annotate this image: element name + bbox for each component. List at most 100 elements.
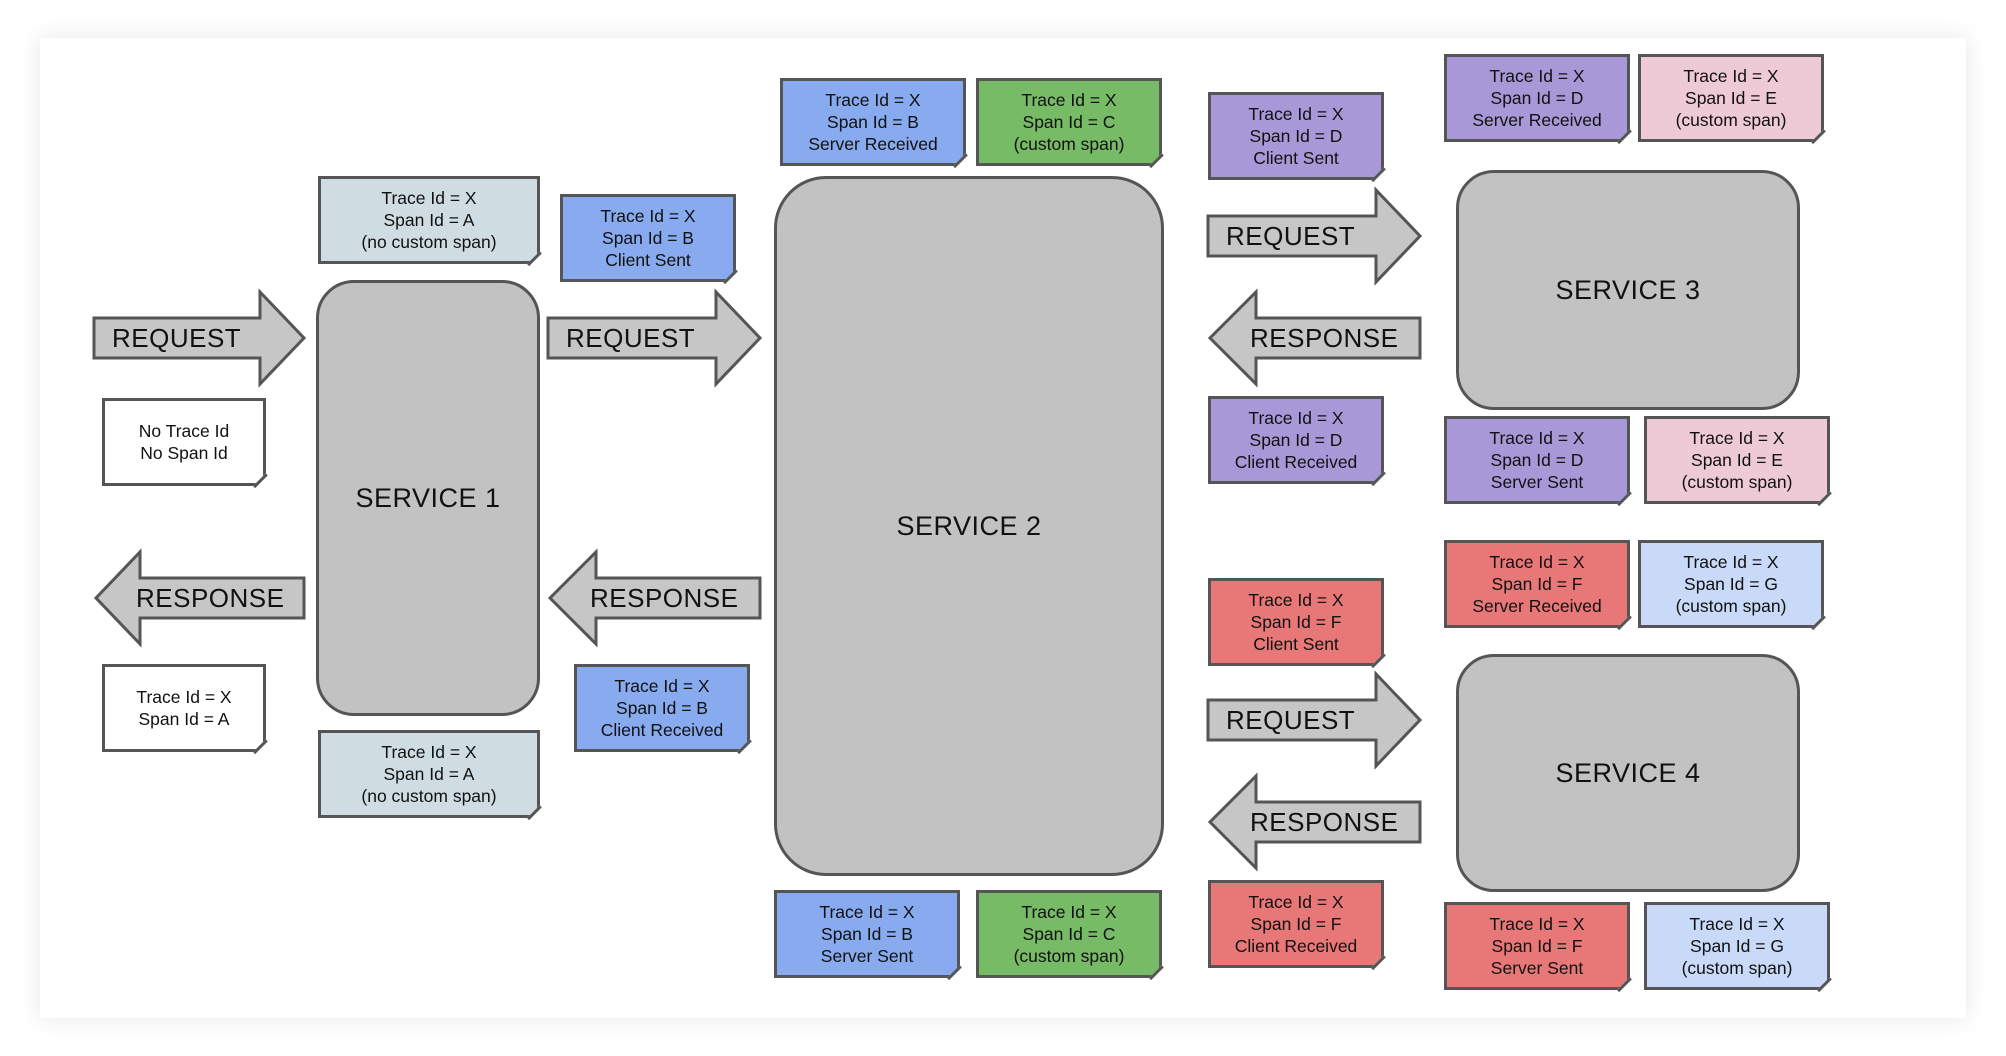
note-fold-corner — [1811, 615, 1824, 628]
note-line: Trace Id = X — [1489, 428, 1585, 448]
note-span-d-client-received: Trace Id = X Span Id = D Client Received — [1208, 396, 1384, 484]
note-line: Span Id = E — [1691, 450, 1783, 470]
note-fold-corner — [1371, 167, 1384, 180]
service-4-label: SERVICE 4 — [1555, 757, 1701, 788]
note-line: (custom span) — [1013, 946, 1125, 966]
note-line: Span Id = D — [1249, 430, 1343, 450]
note-line: Span Id = B — [827, 112, 919, 132]
note-line: (custom span) — [1681, 472, 1793, 492]
note-line: Span Id = A — [383, 764, 475, 784]
note-span-d-server-received: Trace Id = X Span Id = D Server Received — [1444, 54, 1630, 142]
note-line: Span Id = B — [616, 698, 708, 718]
note-span-c-bottom: Trace Id = X Span Id = C (custom span) — [976, 890, 1162, 978]
note-no-trace: No Trace Id No Span Id — [102, 398, 266, 486]
note-fold-corner — [527, 251, 540, 264]
note-line: Span Id = G — [1690, 936, 1784, 956]
response-arrow-from-service-1: RESPONSE — [93, 548, 306, 648]
note-fold-corner — [1371, 653, 1384, 666]
note-line: Span Id = F — [1250, 612, 1342, 632]
note-span-b-server-received: Trace Id = X Span Id = B Server Received — [780, 78, 966, 166]
note-line: Trace Id = X — [819, 902, 915, 922]
note-fold-corner — [953, 153, 966, 166]
note-line: Trace Id = X — [825, 90, 921, 110]
note-line: Trace Id = X — [1021, 90, 1117, 110]
note-line: Trace Id = X — [1689, 914, 1785, 934]
note-line: Span Id = F — [1491, 574, 1583, 594]
note-line: Trace Id = X — [1021, 902, 1117, 922]
note-span-g-bottom: Trace Id = X Span Id = G (custom span) — [1644, 902, 1830, 990]
note-fold-corner — [723, 269, 736, 282]
note-line: Trace Id = X — [1489, 66, 1585, 86]
note-line: Span Id = A — [138, 709, 230, 729]
note-span-b-client-received: Trace Id = X Span Id = B Client Received — [574, 664, 750, 752]
note-line: Trace Id = X — [1248, 892, 1344, 912]
request-arrow-service-1-to-2: REQUEST — [546, 288, 763, 388]
note-fold-corner — [1617, 977, 1630, 990]
response-label: RESPONSE — [1250, 322, 1399, 353]
note-fold-corner — [737, 739, 750, 752]
note-fold-corner — [253, 739, 266, 752]
note-span-b-server-sent: Trace Id = X Span Id = B Server Sent — [774, 890, 960, 978]
note-line: Trace Id = X — [381, 742, 477, 762]
note-line: Trace Id = X — [614, 676, 710, 696]
note-span-c-top: Trace Id = X Span Id = C (custom span) — [976, 78, 1162, 166]
note-line: Trace Id = X — [1248, 104, 1344, 124]
note-line: Trace Id = X — [600, 206, 696, 226]
service-4-box: SERVICE 4 — [1456, 654, 1800, 892]
note-fold-corner — [1149, 153, 1162, 166]
response-label: RESPONSE — [590, 582, 739, 613]
diagram-canvas: SERVICE 1 SERVICE 2 SERVICE 3 SERVICE 4 … — [40, 38, 1966, 1018]
note-fold-corner — [1371, 955, 1384, 968]
response-arrow-service-4-to-2: RESPONSE — [1207, 772, 1422, 872]
note-response-span-a: Trace Id = X Span Id = A — [102, 664, 266, 752]
note-line: Span Id = C — [1022, 924, 1116, 944]
note-line: Span Id = A — [383, 210, 475, 230]
request-arrow-service-2-to-3: REQUEST — [1206, 186, 1423, 286]
note-line: Client Sent — [605, 250, 691, 270]
note-line: Span Id = G — [1684, 574, 1778, 594]
response-arrow-service-3-to-2: RESPONSE — [1207, 288, 1422, 388]
request-label: REQUEST — [566, 322, 696, 353]
note-span-d-client-sent: Trace Id = X Span Id = D Client Sent — [1208, 92, 1384, 180]
note-fold-corner — [947, 965, 960, 978]
note-line: Client Received — [1234, 452, 1358, 472]
service-2-label: SERVICE 2 — [896, 510, 1042, 541]
note-line: Span Id = F — [1250, 914, 1342, 934]
note-line: Server Sent — [820, 946, 914, 966]
note-line: Trace Id = X — [1489, 552, 1585, 572]
note-line: Span Id = B — [602, 228, 694, 248]
note-line: Server Received — [1472, 110, 1602, 130]
note-line: (custom span) — [1681, 958, 1793, 978]
service-2-box: SERVICE 2 — [774, 176, 1164, 876]
note-line: Client Received — [1234, 936, 1358, 956]
note-span-e-top: Trace Id = X Span Id = E (custom span) — [1638, 54, 1824, 142]
note-line: Client Received — [600, 720, 724, 740]
note-line: Trace Id = X — [1683, 552, 1779, 572]
note-line: Span Id = B — [821, 924, 913, 944]
note-line: Span Id = E — [1685, 88, 1777, 108]
note-line: No Trace Id — [138, 421, 230, 441]
response-arrow-service-2-to-1: RESPONSE — [547, 548, 762, 648]
note-line: (custom span) — [1675, 596, 1787, 616]
request-label: REQUEST — [1226, 704, 1356, 735]
note-fold-corner — [1817, 977, 1830, 990]
note-line: Trace Id = X — [1248, 590, 1344, 610]
note-line: Server Sent — [1490, 958, 1584, 978]
note-span-a-bottom: Trace Id = X Span Id = A (no custom span… — [318, 730, 540, 818]
note-line: (custom span) — [1013, 134, 1125, 154]
note-span-f-client-sent: Trace Id = X Span Id = F Client Sent — [1208, 578, 1384, 666]
note-line: Client Sent — [1253, 634, 1339, 654]
note-line: Span Id = D — [1490, 88, 1584, 108]
note-fold-corner — [1811, 129, 1824, 142]
note-line: Span Id = D — [1490, 450, 1584, 470]
service-3-label: SERVICE 3 — [1555, 274, 1701, 305]
note-span-f-server-received: Trace Id = X Span Id = F Server Received — [1444, 540, 1630, 628]
note-line: Server Sent — [1490, 472, 1584, 492]
note-line: Server Received — [1472, 596, 1602, 616]
service-1-label: SERVICE 1 — [355, 482, 501, 513]
note-line: Server Received — [808, 134, 938, 154]
note-fold-corner — [253, 473, 266, 486]
response-label: RESPONSE — [136, 582, 285, 613]
note-span-b-client-sent: Trace Id = X Span Id = B Client Sent — [560, 194, 736, 282]
note-span-e-bottom: Trace Id = X Span Id = E (custom span) — [1644, 416, 1830, 504]
